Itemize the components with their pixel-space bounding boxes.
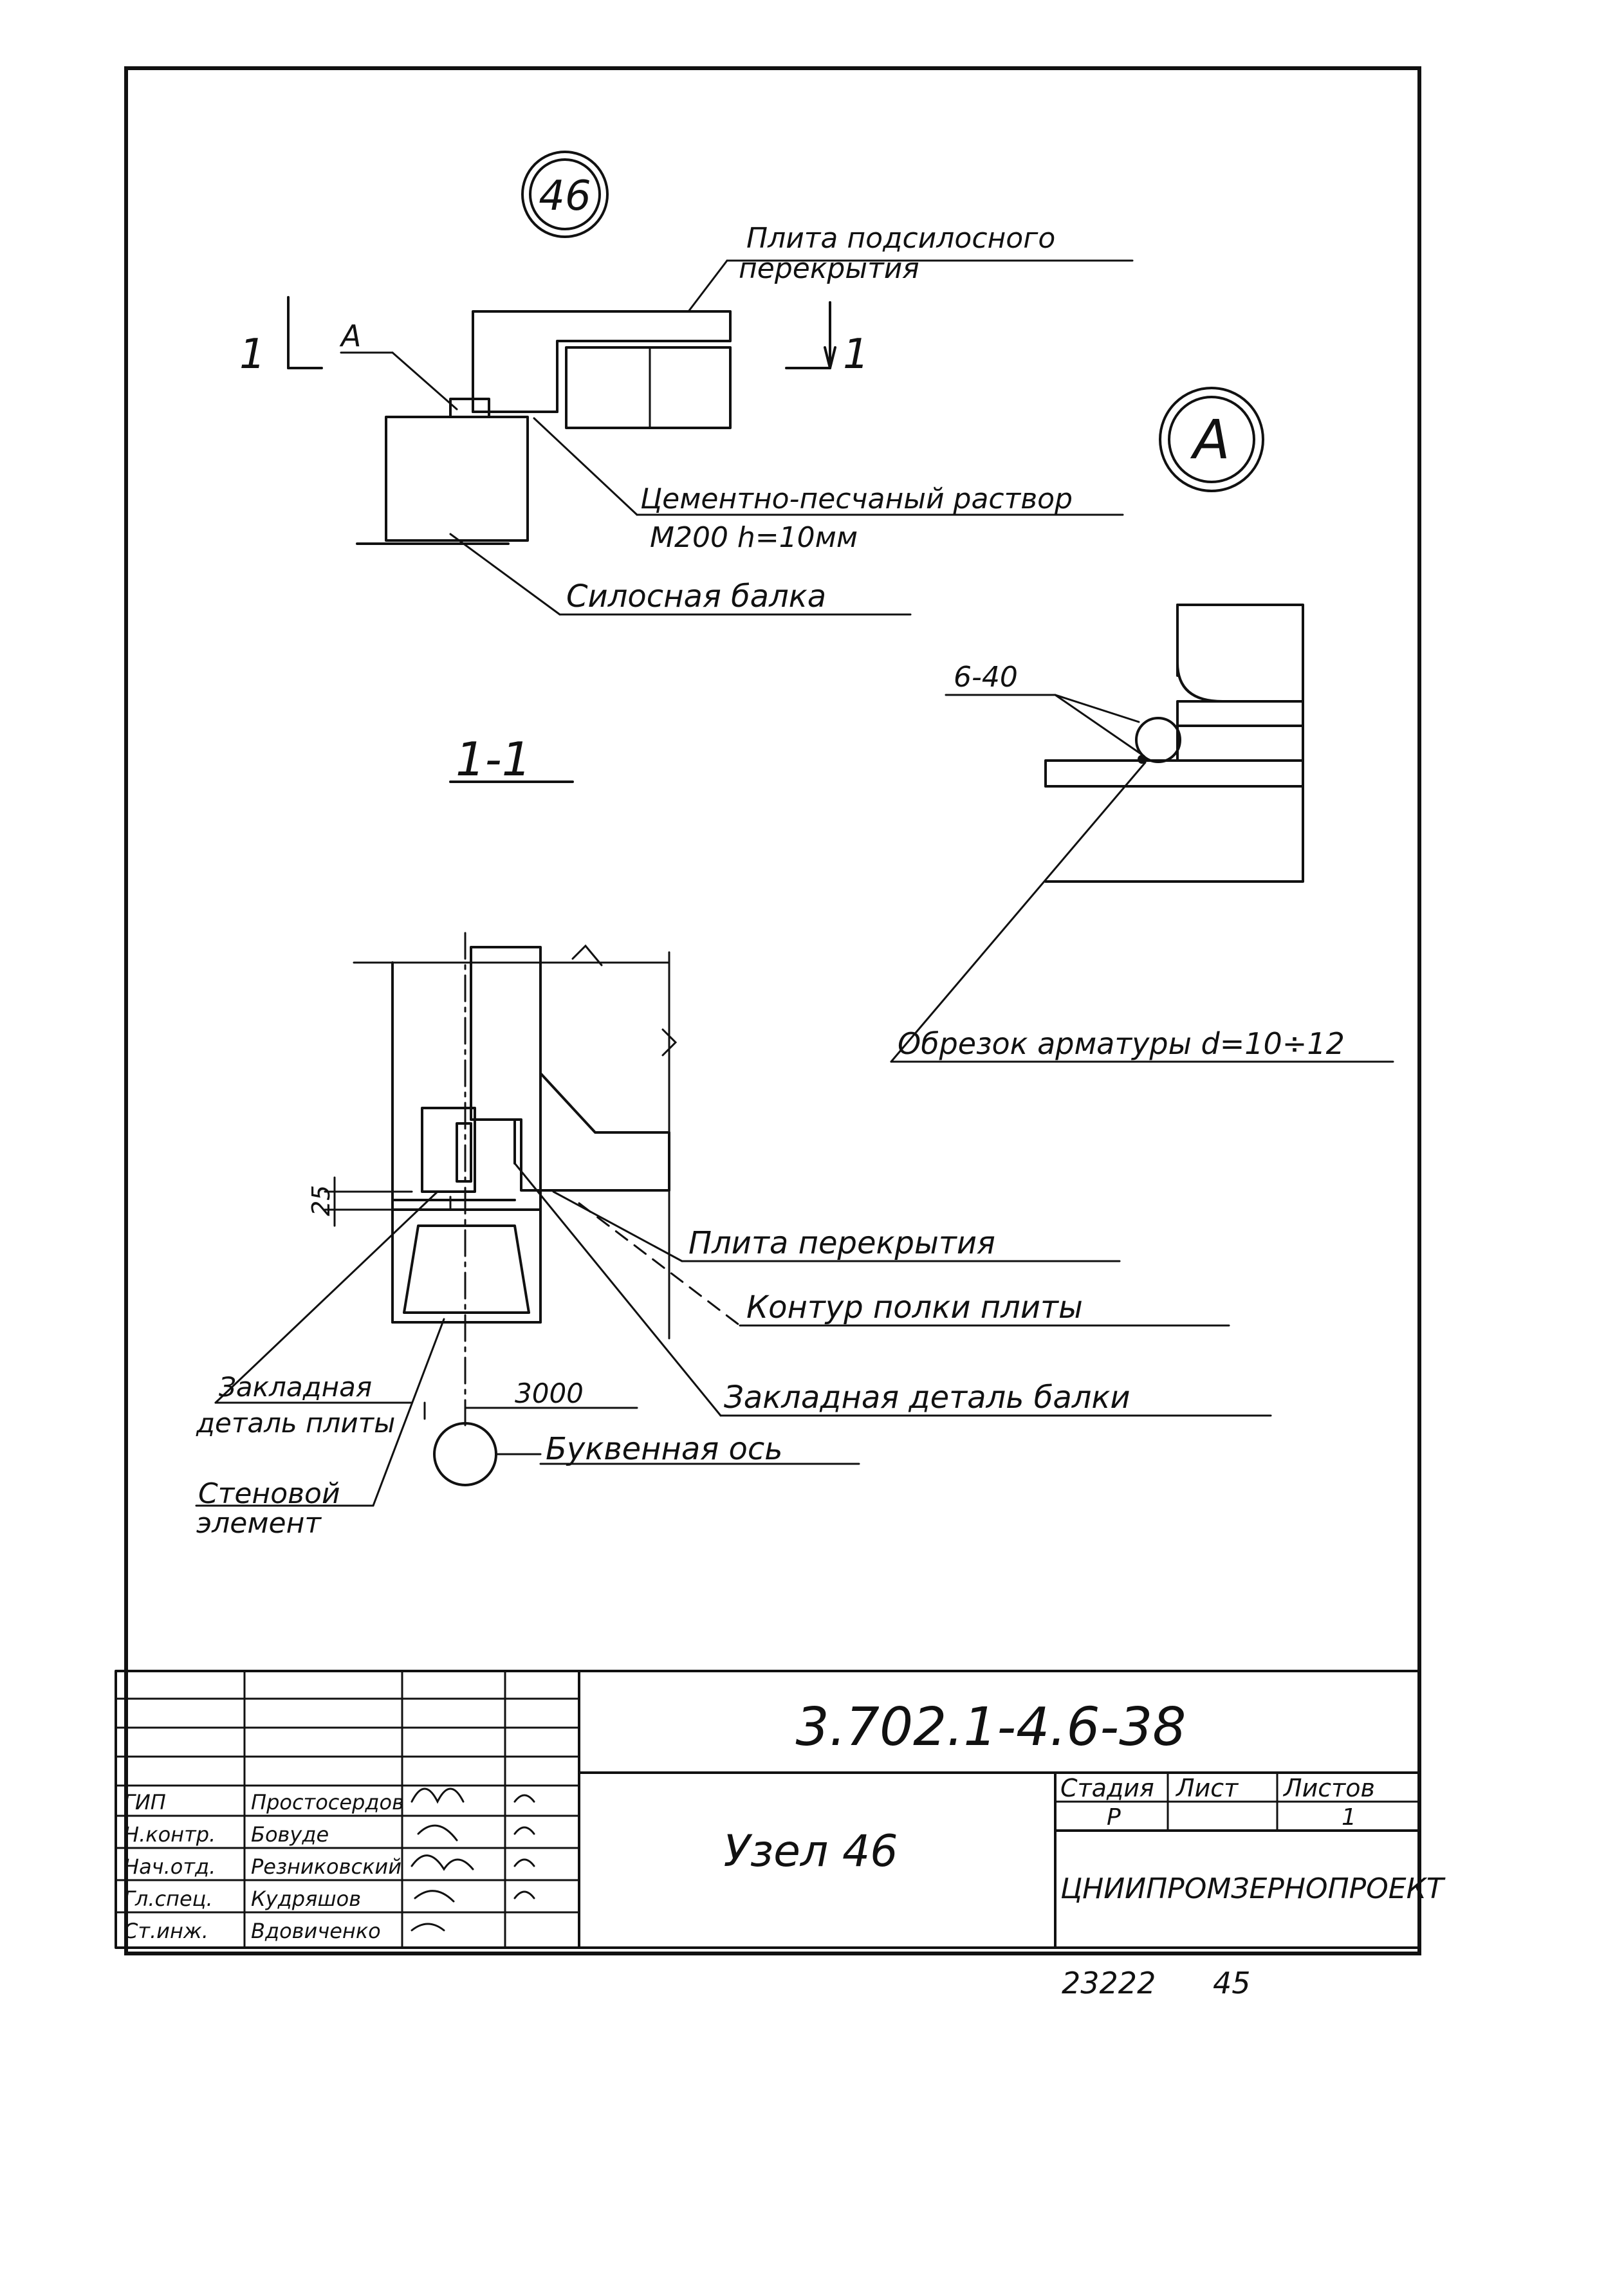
slab-embedded-detail [421,1107,476,1193]
detail-a-circle [1159,387,1264,492]
node-46-view: 46 1 A 1 Плита подсилосного перекрытия Ц… [239,151,1134,616]
subsilo-slab-void [565,346,732,429]
name-3: Кудряшов [251,1887,361,1911]
name-1: Бовуде [251,1822,329,1847]
label-subsilo-slab-1: Плита подсилосного [746,222,1055,255]
sheet-title: Узел 46 [723,1826,898,1877]
node-number-circle [521,151,609,238]
footer-page: 45 [1213,1966,1251,2000]
label-letter-axis: Буквенная ось [546,1431,783,1467]
role-0: ГИП [124,1790,166,1815]
name-4: Вдовиченко [251,1919,381,1943]
silo-beam-section [385,416,529,542]
label-slab-flange-contour: Контур полки плиты [746,1289,1083,1325]
weld-label: 6-40 [954,661,1018,694]
detail-a-view: A 6-40 Обрезок арматуры d=10÷12 [890,387,1394,1063]
dimension-3000: 3000 [515,1378,584,1409]
label-wall-element-1: Стеновой [198,1477,340,1510]
drawing-frame [124,66,1421,1955]
dimension-25: 25 [307,1185,335,1216]
role-1: Н.контр. [124,1822,216,1847]
floor-slab-section [470,946,670,1192]
organization: ЦНИИПРОМЗЕРНОПРОЕКТ [1060,1872,1446,1905]
letter-axis-bubble [433,1422,497,1486]
section-title: 1-1 [456,732,531,786]
label-slab-embedded-2: деталь плиты [196,1407,395,1439]
label-mortar-2: М200 h=10мм [650,521,858,554]
stage-value: Р [1107,1804,1121,1831]
detail-a-letter: A [1190,408,1230,471]
label-beam-embedded: Закладная деталь балки [724,1380,1130,1416]
section-1-1-view: 1-1 25 Буквенная ось 3000 [195,732,1272,1540]
beam-section-1-1 [403,1224,530,1314]
label-silo-beam: Силосная балка [566,578,826,614]
title-block: 3.702.1-4.6-38 Узел 46 Стадия Лист Листо… [115,1670,1446,1949]
col-sheet: Лист [1175,1774,1239,1802]
role-2: Нач.отд. [124,1854,216,1879]
name-0: Простосердов [251,1790,404,1815]
name-2: Резниковский [251,1854,401,1879]
mortar-joint [449,398,490,418]
svg-text:1: 1 [843,331,869,378]
label-mortar-1: Цементно-песчаный раствор [640,483,1073,515]
rebar-cut [1135,717,1181,763]
doc-code: 3.702.1-4.6-38 [796,1697,1186,1758]
subsilo-slab-section [472,310,732,413]
footer-number: 23222 [1062,1966,1156,2000]
sheets-value: 1 [1342,1804,1356,1831]
col-sheets: Листов [1282,1774,1375,1802]
weld-seam [456,1122,472,1183]
svg-text:1: 1 [239,331,266,378]
node-number: 46 [539,172,591,220]
label-subsilo-slab-2: перекрытия [739,252,919,285]
label-wall-element-2: элемент [196,1507,322,1540]
role-3: Гл.спец. [124,1887,213,1911]
col-stage: Стадия [1060,1774,1154,1802]
role-4: Ст.инж. [124,1919,208,1943]
label-slab-embedded-1: Закладная [219,1371,372,1403]
label-rebar-cut: Обрезок арматуры d=10÷12 [898,1026,1345,1061]
embedded-plate [1044,759,1304,788]
label-floor-slab: Плита перекрытия [688,1225,995,1261]
svg-text:A: A [339,319,361,353]
signatures-table: ГИП Простосердов Н.контр. Бовуде Нач.отд… [124,1787,535,1943]
signature-scribbles [411,1787,474,1932]
